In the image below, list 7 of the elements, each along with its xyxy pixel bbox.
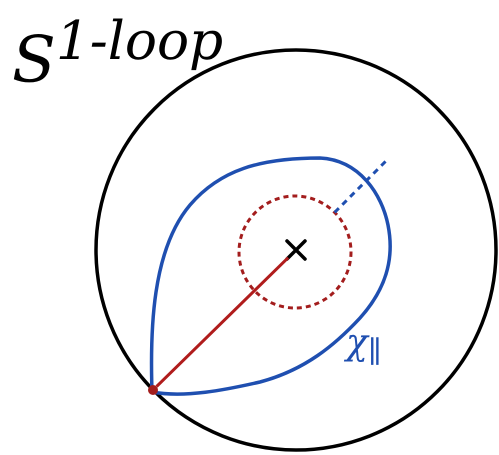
connector-line — [334, 158, 390, 214]
boundary-dot — [148, 385, 158, 395]
curve-label: χ$_{∥}$ — [346, 325, 382, 368]
dashed-circle — [238, 194, 352, 310]
closed-loop-curve — [150, 156, 392, 396]
title: S$^{1-loop}$ — [12, 14, 224, 92]
cross-mark — [285, 239, 307, 261]
